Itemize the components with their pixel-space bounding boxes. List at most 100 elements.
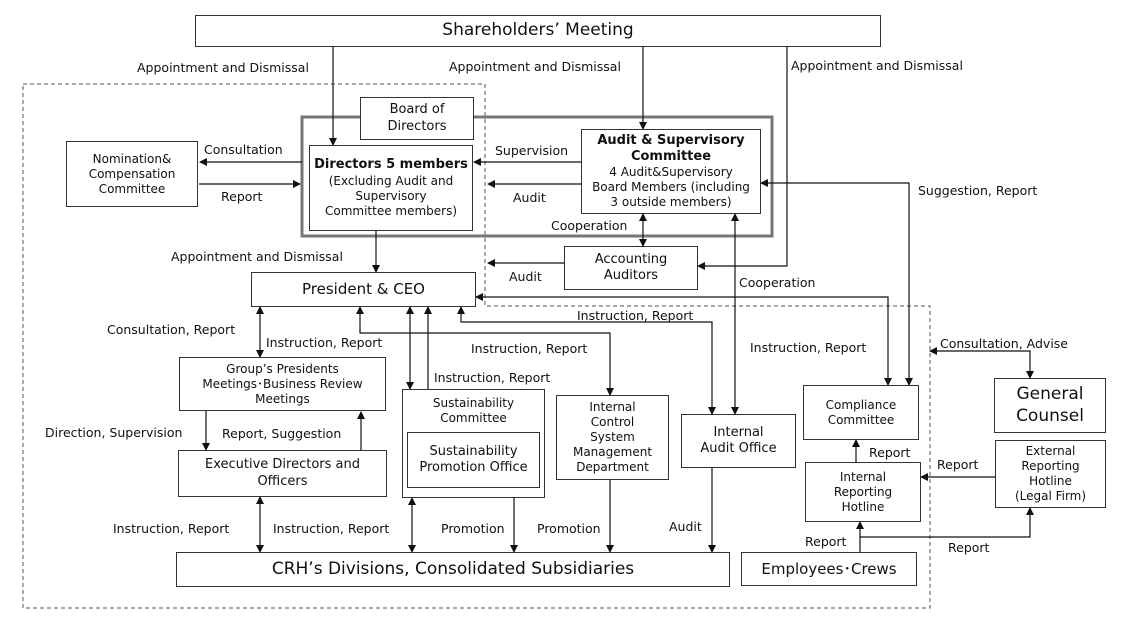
- external-hotline-line-4: (Legal Firm): [1014, 489, 1087, 503]
- audit-title-2: Committee: [630, 149, 712, 164]
- group-line-1: Group’s Presidents: [226, 361, 339, 376]
- sustainability-office-box: Sustainability Promotion Office: [407, 432, 540, 488]
- label-report-compliance: Report: [869, 445, 911, 460]
- directors-sub-1: (Excluding Audit and: [328, 173, 454, 188]
- label-audit-dir: Audit: [513, 190, 546, 205]
- external-hotline-line-1: External: [1025, 444, 1076, 458]
- internal-hotline-line-3: Hotline: [841, 499, 885, 514]
- group-line-3: Meetings: [255, 391, 310, 406]
- sustain-committee-line-2: Committee: [440, 411, 507, 425]
- exec-line-1: Executive Directors and: [204, 457, 360, 473]
- label-consultation-report: Consultation, Report: [107, 322, 236, 337]
- label-consultation: Consultation: [204, 142, 283, 157]
- audit-title-1: Audit & Supervisory: [597, 132, 745, 148]
- label-report-nom: Report: [221, 189, 263, 204]
- label-cooperation-mid: Cooperation: [739, 275, 816, 290]
- label-appt-left: Appointment and Dismissal: [137, 60, 309, 75]
- exec-line-2: Officers: [257, 473, 308, 489]
- wire-suggestion-report: [760, 179, 913, 386]
- label-instruction-report-compliance: Instruction, Report: [750, 340, 867, 355]
- wire-pres-compliance: [475, 293, 892, 386]
- label-promotion-1: Promotion: [441, 521, 505, 536]
- label-instruction-report-left: Instruction, Report: [113, 521, 230, 536]
- board-of-directors-box: Board of Directors: [360, 97, 474, 140]
- shareholders-meeting-label: Shareholders’ Meeting: [442, 20, 634, 41]
- compliance-line-1: Compliance: [825, 397, 897, 412]
- nomination-committee-box: Nomination& Compensation Committee: [66, 141, 198, 207]
- label-report-employees-right: Report: [948, 540, 990, 555]
- internal-control-line-4: Management: [572, 445, 653, 459]
- group-meetings-box: Group’s Presidents Meetings･Business Rev…: [179, 357, 386, 411]
- internal-audit-box: Internal Audit Office: [681, 414, 796, 468]
- wire-employees-report: [859, 507, 1034, 552]
- internal-hotline-line-1: Internal: [839, 469, 887, 484]
- employees-label: Employees･Crews: [761, 559, 897, 578]
- internal-control-line-3: System: [590, 430, 635, 444]
- board-line-1: Board of: [389, 102, 445, 118]
- crh-divisions-box: CRH’s Divisions, Consolidated Subsidiari…: [176, 552, 730, 587]
- directors-box: Directors 5 members (Excluding Audit and…: [309, 145, 473, 231]
- external-hotline-line-3: Hotline: [1029, 474, 1072, 488]
- label-appt-right: Appointment and Dismissal: [791, 58, 963, 73]
- label-instruction-report-group: Instruction, Report: [266, 335, 383, 350]
- label-consultation-advise: Consultation, Advise: [940, 336, 1068, 351]
- internal-control-box: Internal Control System Management Depar…: [556, 395, 669, 480]
- accounting-line-1: Accounting: [594, 251, 668, 267]
- group-line-2: Meetings･Business Review: [202, 376, 363, 391]
- sustain-committee-line-1: Sustainability: [432, 396, 515, 410]
- nomination-line-1: Nomination&: [92, 151, 172, 166]
- internal-audit-line-1: Internal: [713, 424, 764, 440]
- audit-sub-1: 4 Audit&Supervisory: [609, 165, 733, 180]
- accounting-line-2: Auditors: [603, 268, 659, 283]
- audit-sub-2: Board Members (including: [592, 180, 750, 195]
- label-appt-president: Appointment and Dismissal: [171, 249, 343, 264]
- compliance-line-2: Committee: [827, 412, 895, 427]
- label-report-external: Report: [937, 457, 979, 472]
- nomination-line-2: Compensation: [88, 166, 176, 181]
- external-hotline-box: External Reporting Hotline (Legal Firm): [995, 440, 1106, 508]
- compliance-committee-box: Compliance Committee: [803, 385, 919, 440]
- label-appt-mid: Appointment and Dismissal: [449, 59, 621, 74]
- accounting-auditors-box: Accounting Auditors: [564, 246, 698, 290]
- wire-pres-internal-control: [356, 306, 614, 396]
- label-audit-pres: Audit: [509, 269, 542, 284]
- sustain-office-line-2: Promotion Office: [419, 460, 528, 475]
- nomination-line-3: Committee: [98, 181, 166, 196]
- directors-sub-3: Committee members): [324, 203, 458, 218]
- sustain-office-line-1: Sustainability: [429, 443, 518, 459]
- president-label: President & CEO: [302, 280, 425, 299]
- internal-control-line-2: Control: [590, 415, 635, 429]
- label-instruction-report-right: Instruction, Report: [577, 308, 694, 323]
- internal-audit-line-2: Audit Office: [700, 441, 777, 456]
- label-promotion-2: Promotion: [537, 521, 601, 536]
- internal-control-line-5: Department: [576, 460, 649, 474]
- dashed-boundary-left: [22, 83, 931, 609]
- external-hotline-line-2: Reporting: [1021, 459, 1080, 473]
- directors-title: Directors 5 members: [314, 157, 468, 173]
- general-counsel-line-2: Counsel: [1016, 405, 1084, 426]
- internal-hotline-box: Internal Reporting Hotline: [805, 462, 921, 522]
- label-report-employees: Report: [805, 534, 847, 549]
- label-instruction-report-center: Instruction, Report: [273, 521, 390, 536]
- label-audit-bottom: Audit: [669, 519, 702, 534]
- shareholders-meeting-box: Shareholders’ Meeting: [195, 15, 881, 47]
- label-supervision: Supervision: [495, 143, 569, 158]
- internal-control-line-1: Internal: [589, 400, 636, 414]
- general-counsel-box: General Counsel: [994, 378, 1106, 433]
- wire-compliance-counsel: [929, 347, 1034, 379]
- audit-committee-box: Audit & Supervisory Committee 4 Audit&Su…: [581, 129, 761, 214]
- board-frame: [300, 115, 774, 238]
- directors-sub-2: Supervisory: [355, 188, 427, 203]
- label-instruction-report-sustain: Instruction, Report: [434, 370, 551, 385]
- employees-crews-box: Employees･Crews: [741, 552, 917, 586]
- executive-directors-box: Executive Directors and Officers: [178, 450, 387, 497]
- label-suggestion-report: Suggestion, Report: [918, 183, 1038, 198]
- label-cooperation-top: Cooperation: [551, 218, 628, 233]
- internal-hotline-line-2: Reporting: [833, 484, 893, 499]
- crh-label: CRH’s Divisions, Consolidated Subsidiari…: [271, 558, 635, 579]
- label-report-suggestion: Report, Suggestion: [222, 426, 342, 441]
- audit-sub-3: 3 outside members): [610, 195, 732, 210]
- board-line-2: Directors: [387, 118, 447, 134]
